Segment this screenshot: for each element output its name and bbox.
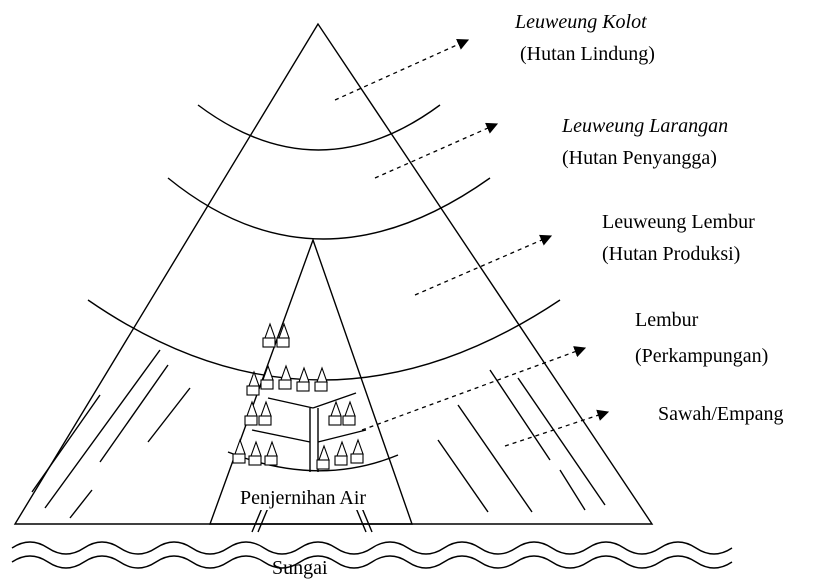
house-icon [278, 364, 292, 390]
zone-label-larangan-sub: (Hutan Penyangga) [562, 147, 717, 169]
channel [317, 429, 367, 443]
sawah-hatch [147, 387, 191, 443]
house-icon [262, 322, 276, 348]
zone-arrow-larangan [374, 122, 499, 179]
zone-arrow-kolot [334, 38, 470, 101]
river-label: Sungai [272, 557, 328, 579]
zone-label-lembur-forest-name: Leuweung Lembur [602, 211, 755, 233]
zone-arrow-lembur [414, 234, 553, 296]
zone-label-lembur-forest-sub: (Hutan Produksi) [602, 243, 741, 265]
water-purification-label: Penjernihan Air [238, 486, 369, 510]
zone-arrow-lembur-kampung [361, 346, 587, 431]
zone-arc-larangan [167, 177, 491, 240]
zone-arc-kolot [197, 104, 441, 151]
inner-triangle [209, 237, 413, 525]
sawah-hatch [437, 439, 489, 513]
water-intake-mark [257, 507, 269, 533]
house-icon [260, 364, 274, 390]
zone-arc-lembur [87, 299, 561, 381]
sawah-hatch [69, 489, 93, 519]
house-icon [258, 400, 272, 426]
sawah-hatch [31, 394, 101, 493]
house-icon [246, 370, 260, 396]
zone-label-sawah: Sawah/Empang [658, 403, 784, 425]
house-icon [276, 322, 290, 348]
zone-label-lembur-sub: (Perkampungan) [635, 345, 769, 367]
sawah-hatch [44, 349, 161, 509]
zone-arrow-sawah [504, 409, 610, 447]
house-icon [342, 400, 356, 426]
sawah-hatch [457, 404, 533, 513]
outer-triangle [13, 22, 654, 525]
water-intake-mark [355, 507, 367, 533]
water-intake-mark [361, 507, 373, 533]
channel [251, 429, 311, 443]
sawah-hatch [559, 469, 586, 511]
sawah-hatch [99, 364, 169, 463]
zone-label-kolot-sub: (Hutan Lindung) [520, 43, 655, 65]
zone-label-kolot-name: Leuweung Kolot [515, 11, 647, 33]
river-line-lower [11, 555, 733, 569]
house-icon [350, 438, 364, 464]
house-icon [316, 444, 330, 470]
house-icon [232, 438, 246, 464]
sawah-hatch [489, 369, 551, 461]
zone-label-lembur-name: Lembur [635, 309, 699, 331]
channel [267, 397, 314, 409]
house-icon [328, 400, 342, 426]
house-icon [248, 440, 262, 466]
zone-label-larangan-name: Leuweung Larangan [562, 115, 729, 137]
house-icon [264, 440, 278, 466]
house-icon [296, 366, 310, 392]
house-icon [334, 440, 348, 466]
river-line-upper [11, 541, 733, 555]
water-intake-mark [251, 507, 263, 533]
house-icon [314, 366, 328, 392]
sawah-hatch [517, 377, 606, 506]
house-icon [244, 400, 258, 426]
channel [312, 392, 357, 409]
